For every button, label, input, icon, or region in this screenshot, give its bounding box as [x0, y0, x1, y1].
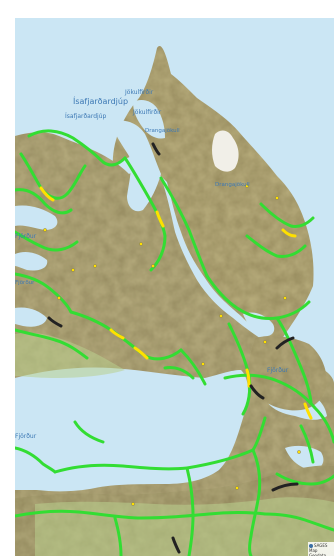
- label-drangajokull-2: Drangajökull: [215, 182, 250, 188]
- road-segments-yellow: [39, 186, 313, 420]
- fjord-southeast: [285, 445, 324, 470]
- land-hornstrandir: [112, 46, 314, 347]
- fjord-south-big: [15, 367, 248, 492]
- attribution-text: SAGES Map Geodata: [309, 543, 328, 556]
- settlement-markers: [43, 184, 301, 506]
- map-view[interactable]: Ísafjarðardjúp Ísafjarðardjúp Jökulfirði…: [15, 18, 334, 556]
- road-segments-black: [47, 142, 299, 554]
- land-east-lobe: [248, 336, 327, 411]
- label-isafjardardjup-small: Ísafjarðardjúp: [65, 113, 106, 120]
- lowland-west: [15, 332, 125, 378]
- fjord-jokulfirdir: [133, 100, 165, 139]
- label-jokulfirdir-2: Jökulfirðir: [132, 109, 162, 116]
- glacier-drangajokull: [212, 130, 239, 172]
- fjord-west-3: [15, 307, 47, 327]
- label-drangajokull: Drangajökull: [145, 128, 180, 134]
- fjord-west-1: [15, 205, 58, 230]
- label-fjordur-east: Fjörður: [267, 367, 289, 374]
- label-fjordur-mid: Fjörður: [15, 280, 35, 286]
- label-fjordur-west: Fjörður: [15, 233, 37, 240]
- lowland-south: [35, 497, 334, 556]
- label-fjordur-south: Fjörður: [15, 433, 37, 440]
- fjord-west-2: [15, 252, 48, 271]
- fjord-isafjardardjup: [111, 120, 161, 212]
- map-attribution[interactable]: SAGES Map Geodata: [308, 542, 334, 556]
- info-icon: [309, 544, 313, 548]
- label-isafjardardjup-large: Ísafjarðardjúp: [73, 95, 128, 106]
- label-jokulfirdir-1: Jökulfirðir: [124, 89, 154, 96]
- map-canvas[interactable]: Ísafjarðardjúp Ísafjarðardjúp Jökulfirði…: [15, 18, 334, 556]
